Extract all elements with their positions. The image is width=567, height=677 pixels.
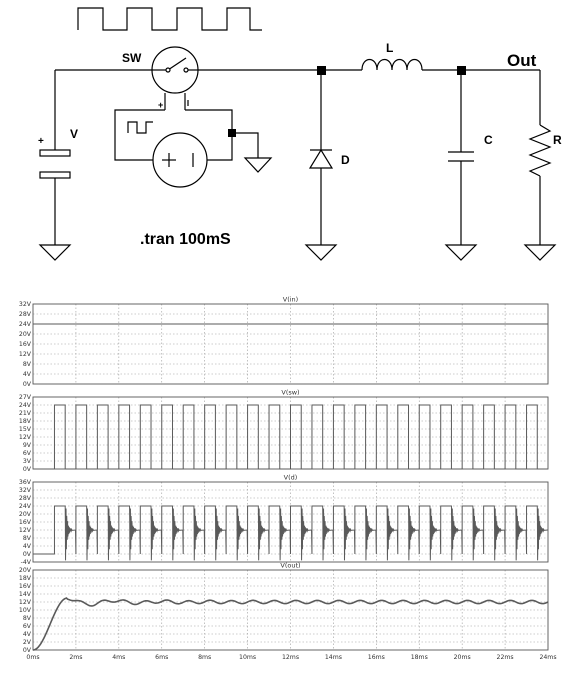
trace-title[interactable]: V(out) xyxy=(280,562,300,570)
ground-symbol xyxy=(38,244,72,261)
y-tick-label: 12V xyxy=(19,351,32,358)
x-tick-label: 18ms xyxy=(411,654,428,661)
trace-title[interactable]: V(sw) xyxy=(281,389,299,397)
ground-symbol xyxy=(523,244,557,261)
y-tick-label: 16V xyxy=(19,519,32,526)
y-tick-label: 36V xyxy=(19,479,32,486)
diode[interactable] xyxy=(308,70,334,245)
switch-plus-label: + xyxy=(158,100,163,110)
waveform-trace xyxy=(33,505,548,561)
y-tick-label: 12V xyxy=(19,434,32,441)
y-tick-label: 18V xyxy=(19,418,32,425)
ground-symbol xyxy=(243,157,273,173)
y-tick-label: 27V xyxy=(19,394,32,401)
y-tick-label: 4V xyxy=(23,371,32,378)
y-tick-label: 28V xyxy=(19,311,32,318)
y-tick-label: 8V xyxy=(23,615,32,622)
switch[interactable] xyxy=(151,46,199,110)
x-tick-label: 6ms xyxy=(155,654,168,661)
diode-label: D xyxy=(341,153,350,167)
y-tick-label: -4V xyxy=(21,559,32,566)
plot-pane-1[interactable] xyxy=(32,303,549,385)
x-tick-label: 8ms xyxy=(198,654,211,661)
pulse-source-waveform-icon xyxy=(127,121,153,134)
x-tick-label: 10ms xyxy=(239,654,256,661)
y-tick-label: 20V xyxy=(19,567,32,574)
source-label: V xyxy=(70,127,78,141)
resistor-label: R xyxy=(553,133,562,147)
y-tick-label: 4V xyxy=(23,543,32,550)
y-tick-label: 20V xyxy=(19,511,32,518)
y-tick-label: 0V xyxy=(23,381,32,388)
y-tick-label: 24V xyxy=(19,503,32,510)
trace-title[interactable]: V(in) xyxy=(283,296,298,304)
y-tick-label: 10V xyxy=(19,607,32,614)
y-tick-label: 28V xyxy=(19,495,32,502)
buck-converter-schematic: + V SW + xyxy=(38,7,562,261)
y-tick-label: 12V xyxy=(19,527,32,534)
y-tick-label: 14V xyxy=(19,591,32,598)
x-tick-label: 12ms xyxy=(282,654,299,661)
inductor[interactable] xyxy=(361,58,423,71)
y-tick-label: 8V xyxy=(23,361,32,368)
x-tick-label: 16ms xyxy=(368,654,385,661)
node-junction xyxy=(228,129,236,137)
voltage-source[interactable] xyxy=(39,70,71,245)
y-tick-label: 32V xyxy=(19,487,32,494)
trace-title[interactable]: V(d) xyxy=(284,474,298,482)
pulse-waveform-icon xyxy=(77,7,262,31)
y-tick-label: 9V xyxy=(23,442,32,449)
y-tick-label: 24V xyxy=(19,402,32,409)
plot-pane-4[interactable] xyxy=(32,569,549,651)
y-tick-label: 15V xyxy=(19,426,32,433)
capacitor-label: C xyxy=(484,133,493,147)
plot-pane-3[interactable] xyxy=(32,481,549,563)
waveform-trace xyxy=(32,597,549,651)
y-tick-label: 0V xyxy=(23,647,32,654)
y-tick-label: 2V xyxy=(23,639,32,646)
x-tick-label: 4ms xyxy=(112,654,125,661)
y-tick-label: 6V xyxy=(23,623,32,630)
y-tick-label: 18V xyxy=(19,575,32,582)
y-tick-label: 20V xyxy=(19,331,32,338)
y-tick-label: 0V xyxy=(23,466,32,473)
pulse-source[interactable] xyxy=(150,132,210,188)
source-plus-label: + xyxy=(38,136,44,147)
resistor[interactable] xyxy=(528,70,552,245)
y-tick-label: 8V xyxy=(23,535,32,542)
y-tick-label: 32V xyxy=(19,301,32,308)
waveform-trace xyxy=(33,404,548,470)
x-tick-label: 20ms xyxy=(454,654,471,661)
tran-directive[interactable]: .tran 100mS xyxy=(140,231,231,248)
x-tick-label: 14ms xyxy=(325,654,342,661)
ground-symbol xyxy=(304,244,338,261)
y-tick-label: 0V xyxy=(23,551,32,558)
x-tick-label: 0ms xyxy=(26,654,39,661)
y-tick-label: 3V xyxy=(23,458,32,465)
x-tick-label: 22ms xyxy=(497,654,514,661)
y-tick-label: 6V xyxy=(23,450,32,457)
ground-symbol xyxy=(444,244,478,261)
y-tick-label: 16V xyxy=(19,341,32,348)
x-tick-label: 2ms xyxy=(69,654,82,661)
y-tick-label: 16V xyxy=(19,583,32,590)
y-tick-label: 12V xyxy=(19,599,32,606)
x-tick-label: 24ms xyxy=(539,654,556,661)
inductor-label: L xyxy=(386,41,393,55)
y-tick-label: 24V xyxy=(19,321,32,328)
capacitor[interactable] xyxy=(448,70,474,245)
y-tick-label: 21V xyxy=(19,410,32,417)
switch-label: SW xyxy=(122,51,142,65)
waveform-viewer[interactable]: 32V28V24V20V16V12V8V4V0VV(in)27V24V21V18… xyxy=(0,280,567,677)
y-tick-label: 4V xyxy=(23,631,32,638)
output-net-label: Out xyxy=(507,51,537,70)
